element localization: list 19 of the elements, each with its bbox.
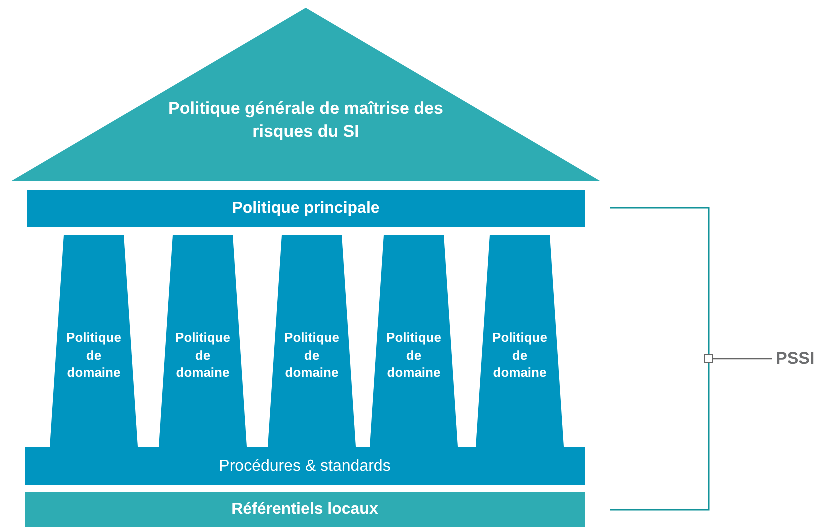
pillar-label: Politique de domaine [66,329,122,382]
pillar [159,235,247,447]
pillar [476,235,564,447]
roof-triangle [12,8,600,181]
foundation-band [25,492,585,527]
top-band [27,190,585,227]
pillar-label: Politique de domaine [386,329,442,382]
pillar-label: Politique de domaine [284,329,340,382]
band-label: Politique générale de maîtrise des risques du SI [168,98,444,143]
base-band [25,447,585,485]
band-label: Procédures & standards [218,457,392,477]
band-label: Référentiels locaux [230,500,380,520]
pillar [268,235,356,447]
pillar [370,235,458,447]
pillar-label: Politique de domaine [174,329,232,382]
pillar [50,235,138,447]
band-label: Politique principale [231,199,381,219]
bracket-label: PSSI [776,349,815,369]
pillar-label: Politique de domaine [492,329,548,382]
